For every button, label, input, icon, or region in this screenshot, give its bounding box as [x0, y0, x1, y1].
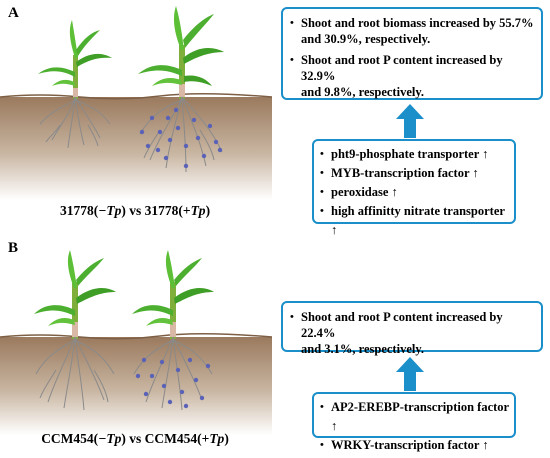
results-box-a: Shoot and root biomass increased by 55.7…: [281, 7, 543, 100]
panel-label-a: A: [8, 5, 19, 21]
soil-layer: [0, 337, 272, 435]
up-arrow-icon: [396, 104, 424, 138]
gene-item: MYB-transcription factor ↑: [319, 164, 510, 183]
roots-left: [35, 336, 115, 411]
caption-a: 31778(−Tp) vs 31778(+Tp): [59, 203, 211, 218]
result-item: Shoot and root P content increased by 22…: [289, 309, 535, 357]
maize-plant-right: [132, 250, 214, 339]
gene-item: AP2-EREBP-transcription factor ↑: [319, 398, 510, 436]
plant-illustration-b: [0, 250, 272, 435]
maize-plant-right: [138, 6, 224, 99]
plant-illustration-a: [0, 6, 272, 200]
caption-b: CCM454(−Tp) vs CCM454(+Tp): [41, 431, 229, 446]
roots-left: [39, 96, 111, 149]
genes-box-b: AP2-EREBP-transcription factor ↑ WRKY-tr…: [312, 392, 516, 455]
roots-right: [133, 336, 213, 411]
maize-plant-left: [38, 20, 112, 99]
gene-item: pht9-phosphate transporter ↑: [319, 145, 510, 164]
gene-item: high affinitty nitrate transporter ↑: [319, 202, 510, 240]
result-item: Shoot and root biomass increased by 55.7…: [289, 15, 535, 47]
root-nodules-right: [139, 107, 223, 169]
gene-item: peroxidase ↑: [319, 183, 510, 202]
up-arrow-icon: [396, 357, 424, 391]
roots-right: [139, 96, 223, 173]
maize-plant-left: [34, 250, 116, 339]
panel-label-b: B: [8, 240, 19, 256]
soil-layer: [0, 97, 272, 200]
results-box-b: Shoot and root P content increased by 22…: [281, 301, 543, 356]
gene-item: WRKY-transcription factor ↑: [319, 436, 510, 455]
result-item: Shoot and root P content increased by 32…: [289, 52, 535, 100]
root-nodules-right: [135, 357, 211, 409]
genes-box-a: pht9-phosphate transporter ↑ MYB-transcr…: [312, 139, 516, 237]
